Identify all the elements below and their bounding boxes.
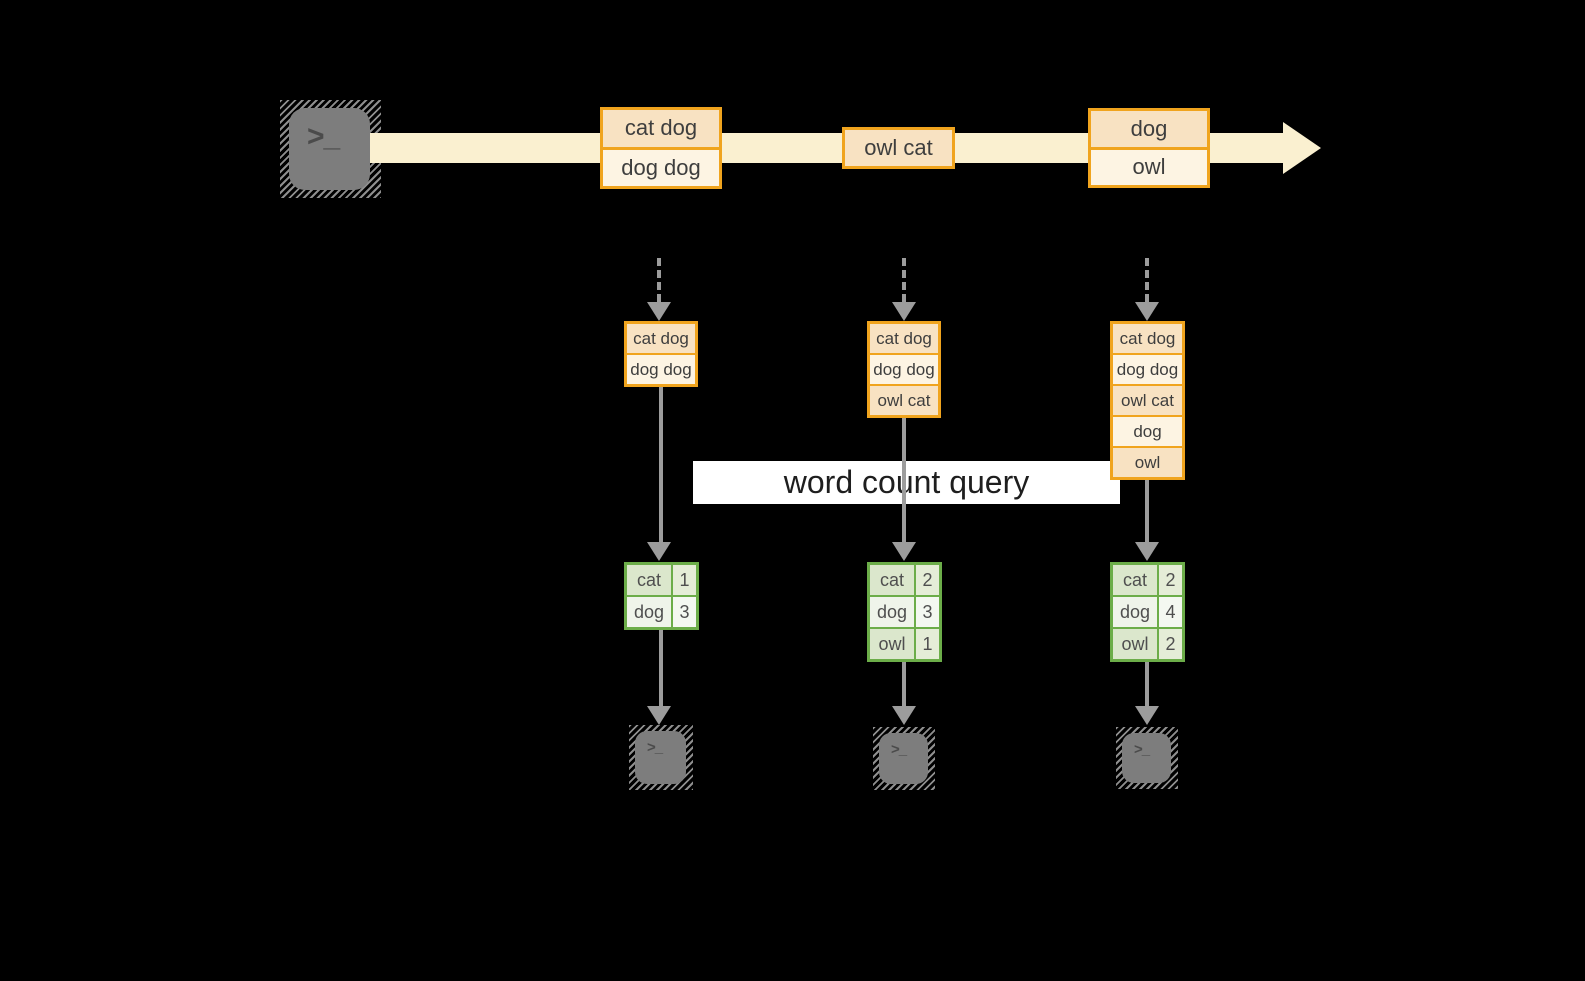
count-cell: 2 bbox=[916, 565, 939, 595]
microbatch-stack-2: cat dog dog dog owl cat bbox=[867, 321, 941, 418]
terminal-prompt-icon: >_ bbox=[647, 739, 663, 756]
batch-line: cat dog bbox=[1113, 324, 1182, 353]
word-cell: owl bbox=[1113, 629, 1157, 659]
word-cell: cat bbox=[627, 565, 671, 595]
batch-line: cat dog bbox=[870, 324, 938, 353]
word-cell: dog bbox=[627, 597, 671, 627]
dashed-arrow-line bbox=[1145, 258, 1149, 302]
batch-line: owl bbox=[1091, 149, 1207, 185]
transform-arrow-line bbox=[659, 387, 663, 542]
batch-line: dog dog bbox=[870, 355, 938, 384]
dashed-arrowhead-icon bbox=[1135, 302, 1159, 321]
batch-line: owl bbox=[1113, 448, 1182, 477]
word-cell: cat bbox=[1113, 565, 1157, 595]
stream-batch-box-1: cat dog dog dog bbox=[600, 107, 722, 189]
batch-line: dog bbox=[1113, 417, 1182, 446]
query-label: word count query bbox=[783, 464, 1030, 500]
terminal-body: >_ bbox=[289, 108, 370, 190]
output-arrow-line bbox=[659, 630, 663, 706]
word-cell: owl bbox=[870, 629, 914, 659]
terminal-prompt-icon: >_ bbox=[1134, 741, 1150, 758]
transform-arrow-line bbox=[902, 418, 906, 542]
batch-line: cat dog bbox=[603, 110, 719, 147]
count-cell: 3 bbox=[673, 597, 696, 627]
count-cell: 1 bbox=[916, 629, 939, 659]
batch-line: dog dog bbox=[603, 149, 719, 186]
terminal-body: >_ bbox=[635, 731, 686, 784]
output-arrow-line bbox=[902, 662, 906, 706]
query-banner: word count query bbox=[693, 461, 1120, 504]
batch-line: owl cat bbox=[870, 386, 938, 415]
batch-line: dog dog bbox=[1113, 355, 1182, 384]
count-table-2: cat 2 dog 3 owl 1 bbox=[867, 562, 942, 662]
word-cell: dog bbox=[1113, 597, 1157, 627]
sink-terminal-icon: >_ bbox=[1116, 727, 1178, 789]
transform-arrowhead-icon bbox=[1135, 542, 1159, 561]
count-cell: 3 bbox=[916, 597, 939, 627]
batch-line: owl cat bbox=[845, 130, 952, 166]
microbatch-stack-1: cat dog dog dog bbox=[624, 321, 698, 387]
output-arrowhead-icon bbox=[892, 706, 916, 725]
transform-arrowhead-icon bbox=[892, 542, 916, 561]
count-cell: 2 bbox=[1159, 565, 1182, 595]
stream-arrowhead-icon bbox=[1283, 122, 1321, 174]
batch-line: owl cat bbox=[1113, 386, 1182, 415]
output-arrowhead-icon bbox=[1135, 706, 1159, 725]
count-cell: 2 bbox=[1159, 629, 1182, 659]
count-table-3: cat 2 dog 4 owl 2 bbox=[1110, 562, 1185, 662]
dashed-arrow-line bbox=[657, 258, 661, 302]
terminal-prompt-icon: >_ bbox=[891, 741, 907, 758]
transform-arrow-line bbox=[1145, 480, 1149, 542]
count-cell: 4 bbox=[1159, 597, 1182, 627]
output-arrowhead-icon bbox=[647, 706, 671, 725]
output-arrow-line bbox=[1145, 662, 1149, 706]
terminal-prompt-icon: >_ bbox=[307, 120, 340, 153]
word-cell: dog bbox=[870, 597, 914, 627]
dashed-arrowhead-icon bbox=[892, 302, 916, 321]
batch-line: cat dog bbox=[627, 324, 695, 353]
terminal-body: >_ bbox=[879, 733, 928, 784]
microbatch-stack-3: cat dog dog dog owl cat dog owl bbox=[1110, 321, 1185, 480]
stream-batch-box-3: dog owl bbox=[1088, 108, 1210, 188]
terminal-body: >_ bbox=[1122, 733, 1171, 783]
batch-line: dog bbox=[1091, 111, 1207, 147]
word-cell: cat bbox=[870, 565, 914, 595]
source-terminal-icon: >_ bbox=[280, 100, 381, 198]
dashed-arrowhead-icon bbox=[647, 302, 671, 321]
count-cell: 1 bbox=[673, 565, 696, 595]
transform-arrowhead-icon bbox=[647, 542, 671, 561]
dashed-arrow-line bbox=[902, 258, 906, 302]
count-table-1: cat 1 dog 3 bbox=[624, 562, 699, 630]
stream-batch-box-2: owl cat bbox=[842, 127, 955, 169]
batch-line: dog dog bbox=[627, 355, 695, 384]
sink-terminal-icon: >_ bbox=[629, 725, 693, 790]
sink-terminal-icon: >_ bbox=[873, 727, 935, 790]
